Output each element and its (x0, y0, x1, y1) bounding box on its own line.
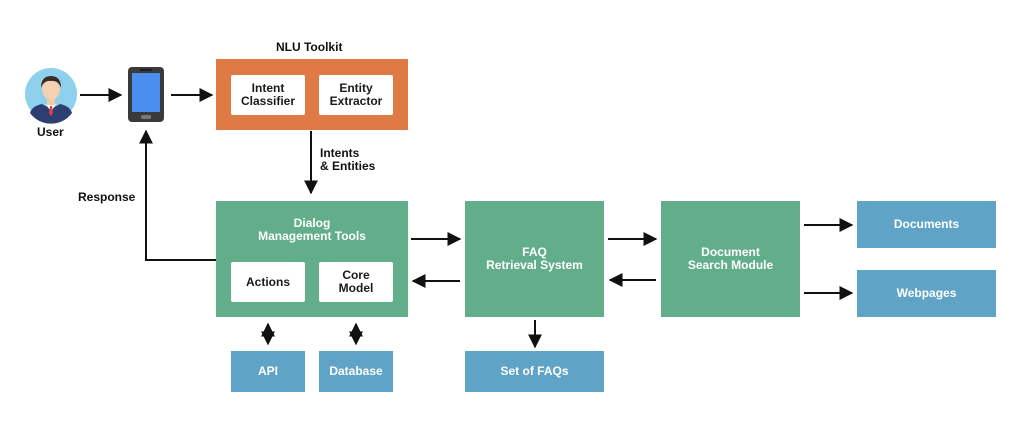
dotted-connectors (261, 322, 363, 346)
actions-box: Actions (231, 262, 305, 302)
webpages-box: Webpages (857, 270, 996, 317)
arrow-dialog-response-to-phone (139, 129, 216, 261)
connectors (80, 88, 854, 349)
user-label: User (37, 125, 64, 139)
entity-extractor-box: Entity Extractor (319, 75, 393, 115)
user-avatar-icon (25, 68, 77, 124)
nlu-toolkit-title: NLU Toolkit (276, 40, 343, 54)
database-box: Database (319, 351, 393, 392)
document-search-box: Document Search Module (661, 201, 800, 317)
documents-box: Documents (857, 201, 996, 248)
dialog-management-box: Dialog Management Tools Actions Core Mod… (216, 201, 408, 317)
smartphone-icon (128, 67, 164, 122)
api-box: API (231, 351, 305, 392)
set-of-faqs-box: Set of FAQs (465, 351, 604, 392)
nlu-toolkit-box: Intent Classifier Entity Extractor (216, 59, 408, 130)
response-label: Response (78, 190, 136, 204)
core-model-box: Core Model (319, 262, 393, 302)
faq-retrieval-box: FAQ Retrieval System (465, 201, 604, 317)
intents-entities-label: Intents & Entities (320, 146, 376, 173)
dialog-management-title: Dialog Management Tools (258, 216, 366, 243)
intent-classifier-box: Intent Classifier (231, 75, 305, 115)
